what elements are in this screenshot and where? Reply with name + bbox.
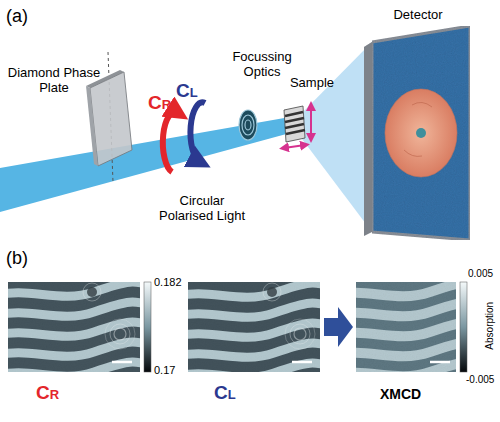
subtraction-arrow [324,307,353,347]
axis-title: Absorption [484,286,496,366]
part-label: Circular Polarised Light [152,194,252,224]
image-label: XMCD [380,386,440,402]
right-circular-arrow [163,112,178,172]
detector [364,26,470,240]
zone-plate [239,110,257,140]
part-label: Diamond Phase Plate [6,66,102,96]
image-label: CL [214,382,254,404]
scale-bar [292,361,312,364]
left-circular-arrow [190,102,205,162]
panel-label: (a) [6,6,46,27]
colorbar [460,282,467,372]
colorbar-tick: 0.17 [154,364,188,377]
polarization-label: CL [176,80,210,102]
part-label: Sample [284,76,340,91]
scale-bar [430,361,450,364]
scan-arrow [310,106,312,138]
colorbar-tick: 0.005 [468,268,500,280]
scan-arrow [284,145,305,148]
xray-image-cr [8,282,140,372]
sample [284,106,311,148]
colorbar-tick: -0.005 [466,374,500,386]
part-label: Detector [378,8,458,23]
panel-label: (b) [6,248,46,269]
diverging-beam [296,42,372,232]
plate-side [86,86,98,166]
xray-image-cl [188,282,320,372]
colorbar [144,282,151,372]
xmcd-image [356,282,456,372]
scale-bar [112,361,132,364]
image-label: CR [36,382,76,404]
colorbar-tick: 0.182 [154,276,188,289]
